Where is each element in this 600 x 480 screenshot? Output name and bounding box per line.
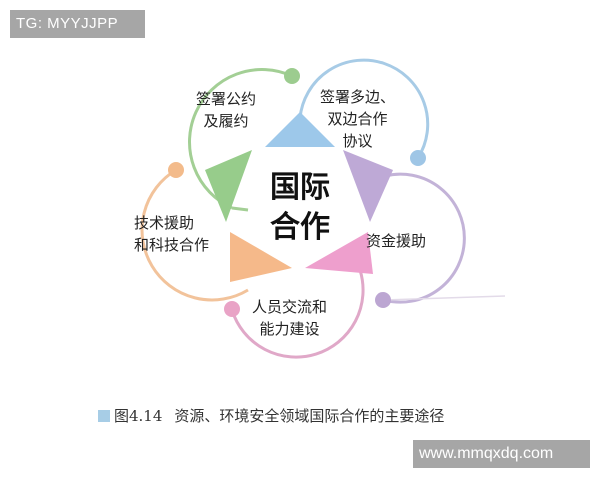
node-label-capacity: 人员交流和 能力建设 xyxy=(252,298,328,338)
node-circle-conventions xyxy=(188,68,300,212)
triangle-green xyxy=(205,150,252,222)
node-dot-capacity xyxy=(224,301,240,317)
triangle-orange xyxy=(230,232,292,282)
figure-caption: 图4.14 资源、环境安全领域国际合作的主要途径 xyxy=(98,405,444,426)
node-label-conventions: 签署公约 及履约 xyxy=(196,90,257,130)
node-dot-conventions xyxy=(284,68,300,84)
node-dot-agreements xyxy=(410,150,426,166)
node-dot-technical xyxy=(168,162,184,178)
watermark-top: TG: MYYJJPP xyxy=(10,10,145,38)
node-label-funding: 资金援助 xyxy=(366,232,427,250)
node-circle-capacity xyxy=(224,269,365,359)
node-circle-technical xyxy=(140,162,249,302)
caption-text: 资源、环境安全领域国际合作的主要途径 xyxy=(174,407,445,425)
triangle-pink xyxy=(305,232,373,274)
node-dot-funding xyxy=(375,292,391,308)
caption-marker-icon xyxy=(98,409,110,422)
figure-number: 图4.14 xyxy=(114,407,163,425)
triangle-blue xyxy=(265,112,335,147)
center-label: 国际 合作 xyxy=(262,168,338,248)
node-label-technical: 技术援助 和科技合作 xyxy=(134,214,210,254)
watermark-bottom: www.mmqxdq.com xyxy=(413,440,590,468)
center-label-line1: 国际 xyxy=(270,170,330,205)
triangle-purple xyxy=(343,150,393,222)
node-circle-funding xyxy=(375,172,506,308)
node-circle-agreements xyxy=(298,58,430,166)
center-label-line2: 合作 xyxy=(270,210,330,245)
node-label-agreements: 签署多边、 双边合作 协议 xyxy=(320,88,396,150)
